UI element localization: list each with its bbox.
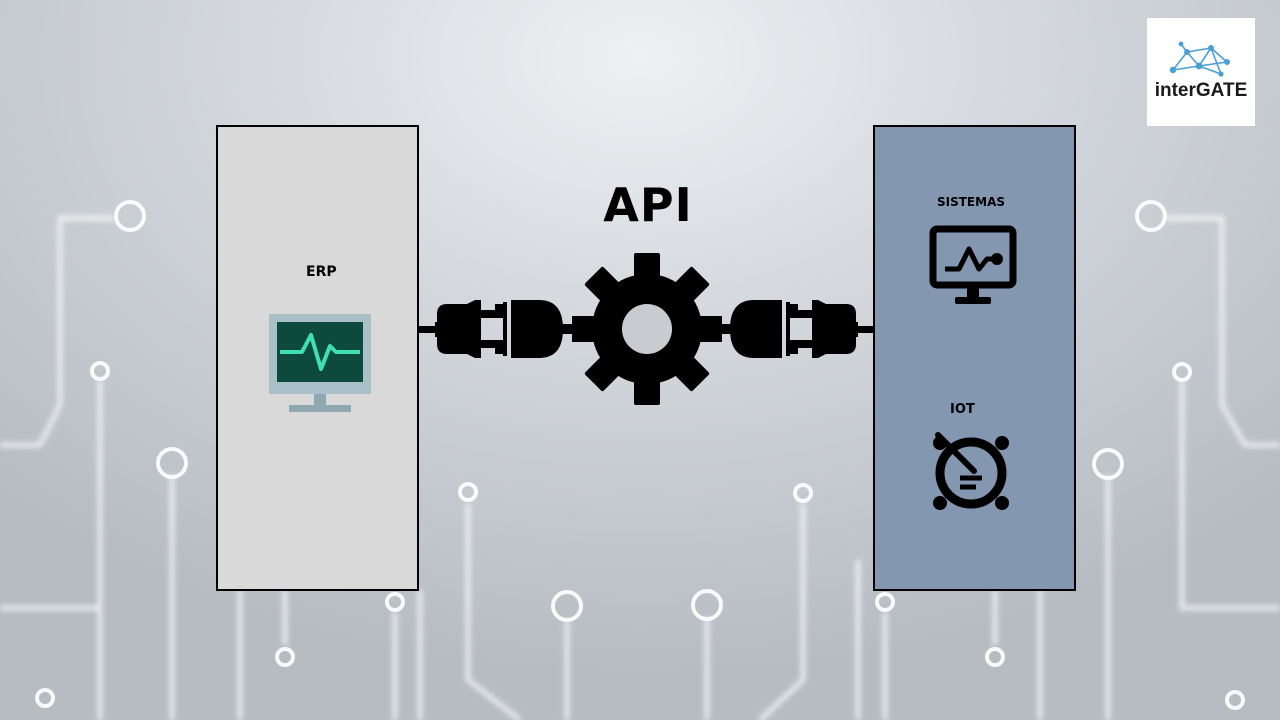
monitor-chart-icon	[929, 225, 1017, 304]
network-logo-icon	[1169, 41, 1230, 77]
intergate-logo: interGATE	[1147, 18, 1255, 126]
iot-gauge-icon	[933, 432, 1009, 510]
systems-panel: SISTEMAS IOT	[873, 125, 1076, 591]
plug-icon	[419, 300, 577, 358]
gear-icon	[572, 253, 722, 405]
iot-label: IOT	[950, 402, 975, 417]
api-title: API	[603, 178, 693, 232]
plug-icon	[716, 300, 874, 358]
monitor-activity-icon	[269, 314, 371, 412]
logo-text: interGATE	[1154, 80, 1248, 101]
erp-panel: ERP	[216, 125, 419, 591]
sistemas-label: SISTEMAS	[937, 195, 1006, 209]
erp-label: ERP	[306, 264, 337, 280]
